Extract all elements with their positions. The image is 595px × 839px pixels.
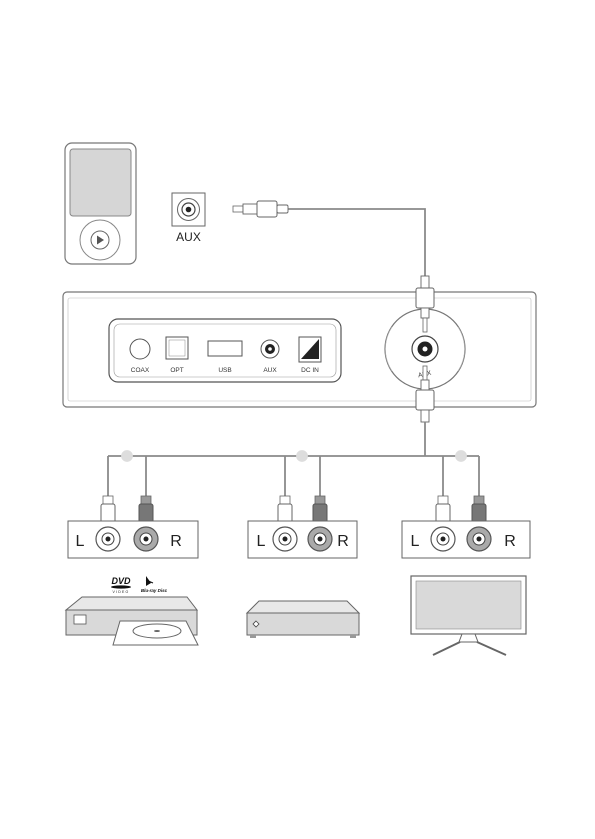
rca-panel-3-left-label: L [411,533,420,550]
distribution-cables [108,422,479,498]
port-label-usb: USB [218,367,231,374]
television [411,576,526,655]
set-top-box [247,601,359,638]
aux-input-label: AUX [176,230,201,244]
dvd-logo: DVD VIDEO [111,576,131,594]
port-label-coax: COAX [131,367,150,374]
dvd-logo-text: DVD [111,576,131,586]
rca-panel-1-right-label: R [170,533,182,550]
bluray-logo-text: Blu-ray Disc [141,588,168,593]
port-label-opt: OPT [170,367,183,374]
dvd-player [66,597,198,645]
dvd-video-text: VIDEO [113,590,130,594]
rca-panel-1-left-label: L [76,533,85,550]
rca-panel-2-right-label: R [337,533,349,550]
rca-panel-2-left-label: L [257,533,266,550]
mp3-player [65,143,136,264]
rca-panel-3-right-label: R [504,533,516,550]
port-label-dc-in: DC IN [301,367,319,374]
bluray-logo: Blu-ray Disc [141,576,168,593]
port-label-aux: AUX [263,367,277,374]
soundbar [63,292,536,407]
aux-jack-symbol [172,193,205,226]
aux-cable [233,201,425,282]
